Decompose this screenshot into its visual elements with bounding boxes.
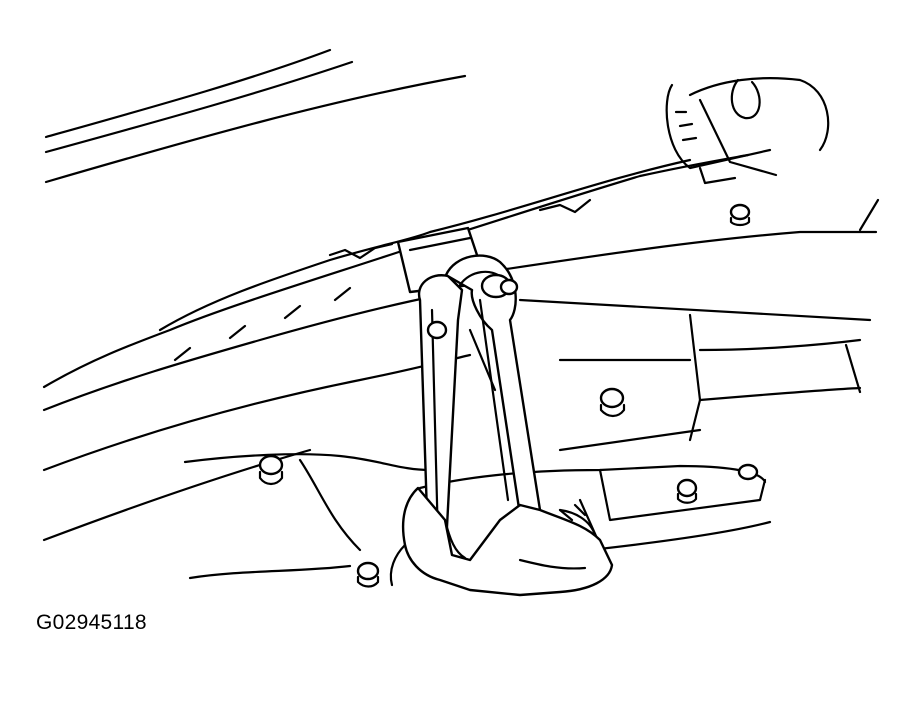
frame-rail [42, 153, 750, 542]
bolt-icon [729, 203, 751, 227]
bolt-icon [258, 454, 284, 486]
cylinder-component [665, 77, 830, 185]
wrench-tool [417, 254, 542, 547]
figure-code: G02945118 [36, 611, 147, 634]
bolt-icon [737, 463, 759, 481]
wrench-bolt-head [426, 273, 519, 340]
cross-member [498, 198, 880, 452]
bolt-icon [676, 478, 698, 504]
hand [389, 486, 614, 597]
bolt-icon [599, 387, 626, 418]
upper-curved-panel-lines [44, 48, 467, 184]
bolts [258, 203, 759, 588]
bolt-icon [356, 561, 380, 588]
